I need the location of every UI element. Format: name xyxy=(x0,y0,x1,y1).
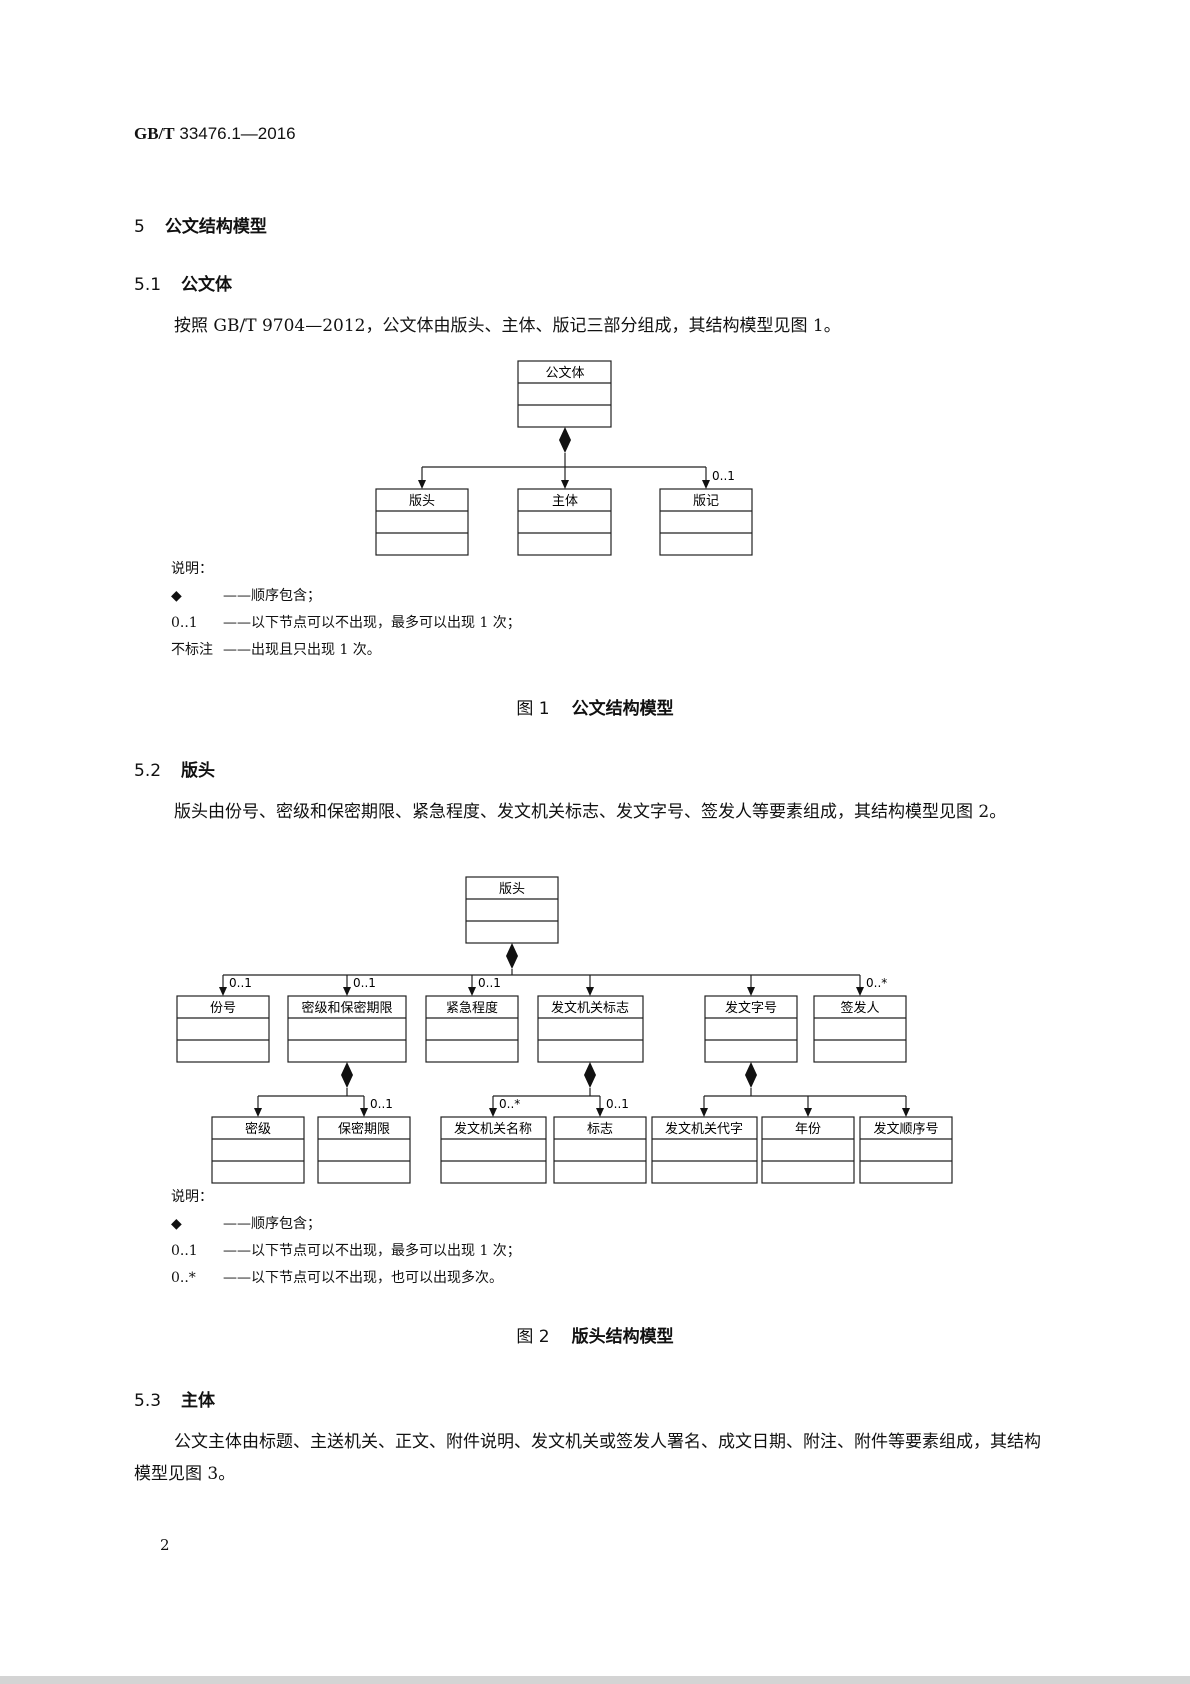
fig2-node-label: 签发人 xyxy=(840,1000,879,1016)
fig2-multiplicity: 0..1 xyxy=(606,1097,629,1111)
legend-title: 说明： xyxy=(171,1189,213,1205)
fig2-multiplicity: 0..* xyxy=(866,976,887,990)
figure-2-diagram: 版头 份号 密级和保密期限 紧急程度 发文机关标志 发文字号 签发人 0..1 … xyxy=(176,876,953,1184)
fig2-node-label: 发文顺序号 xyxy=(873,1121,938,1137)
fig2-node-label: 发文机关代字 xyxy=(665,1121,743,1137)
legend-symbol: 0..1 xyxy=(171,1243,198,1259)
fig1-child-label: 主体 xyxy=(552,494,578,509)
legend-symbol: 不标注 xyxy=(171,642,213,658)
legend-text: ——以下节点可以不出现，也可以出现多次。 xyxy=(223,1270,503,1286)
fig2-node-label: 发文机关标志 xyxy=(551,1000,629,1016)
page-bottom-bar xyxy=(0,1676,1190,1684)
fig2-root-label: 版头 xyxy=(499,882,525,897)
fig2-multiplicity: 0..1 xyxy=(478,976,501,990)
legend-text: ——顺序包含； xyxy=(223,1216,321,1232)
fig2-node-label: 年份 xyxy=(795,1122,821,1137)
fig2-node-label: 紧急程度 xyxy=(446,1000,498,1016)
fig2-node-label: 密级和保密期限 xyxy=(301,1000,392,1016)
legend-symbol: 0..1 xyxy=(171,615,198,631)
figure-1-legend: 说明： ◆ ——顺序包含； 0..1 ——以下节点可以不出现，最多可以出现 1 次；… xyxy=(171,556,521,664)
fig2-node-label: 密级 xyxy=(245,1121,271,1137)
fig1-root-label: 公文体 xyxy=(545,366,584,381)
section-5-1-paragraph: 按照 GB/T 9704—2012，公文体由版头、主体、版记三部分组成，其结构模… xyxy=(174,316,841,336)
fig2-node-label: 发文字号 xyxy=(725,1000,777,1016)
legend-title: 说明： xyxy=(171,561,213,577)
fig2-multiplicity: 0..1 xyxy=(370,1097,393,1111)
fig2-multiplicity: 0..1 xyxy=(353,976,376,990)
legend-symbol: ◆ xyxy=(171,588,182,604)
legend-text: ——顺序包含； xyxy=(223,588,321,604)
standard-number: GB/T 33476.1—2016 xyxy=(134,124,296,143)
fig2-node-label: 份号 xyxy=(210,1001,236,1016)
fig1-child-label: 版记 xyxy=(693,494,719,509)
legend-text: ——以下节点可以不出现，最多可以出现 1 次； xyxy=(223,615,521,631)
section-5-2-paragraph: 版头由份号、密级和保密期限、紧急程度、发文机关标志、发文字号、签发人等要素组成，… xyxy=(174,802,1007,822)
section-5-3-paragraph: 公文主体由标题、主送机关、正文、附件说明、发文机关或签发人署名、成文日期、附注、… xyxy=(134,1432,1041,1484)
fig2-node-label: 标志 xyxy=(587,1122,613,1137)
legend-text: ——出现且只出现 1 次。 xyxy=(223,642,381,658)
fig1-multiplicity: 0..1 xyxy=(712,469,735,483)
fig2-node-label: 保密期限 xyxy=(338,1121,390,1137)
fig2-node-label: 发文机关名称 xyxy=(454,1121,532,1137)
legend-symbol: 0..* xyxy=(171,1270,196,1286)
legend-symbol: ◆ xyxy=(171,1216,182,1232)
fig2-multiplicity: 0..* xyxy=(499,1097,520,1111)
legend-text: ——以下节点可以不出现，最多可以出现 1 次； xyxy=(223,1243,521,1259)
figure-1-diagram: 公文体 版头 主体 版记 0..1 xyxy=(375,360,753,556)
page-number: 2 xyxy=(160,1536,170,1554)
fig1-child-label: 版头 xyxy=(409,494,435,509)
figure-2-legend: 说明： ◆ ——顺序包含； 0..1 ——以下节点可以不出现，最多可以出现 1 次；… xyxy=(171,1184,521,1292)
fig2-multiplicity: 0..1 xyxy=(229,976,252,990)
